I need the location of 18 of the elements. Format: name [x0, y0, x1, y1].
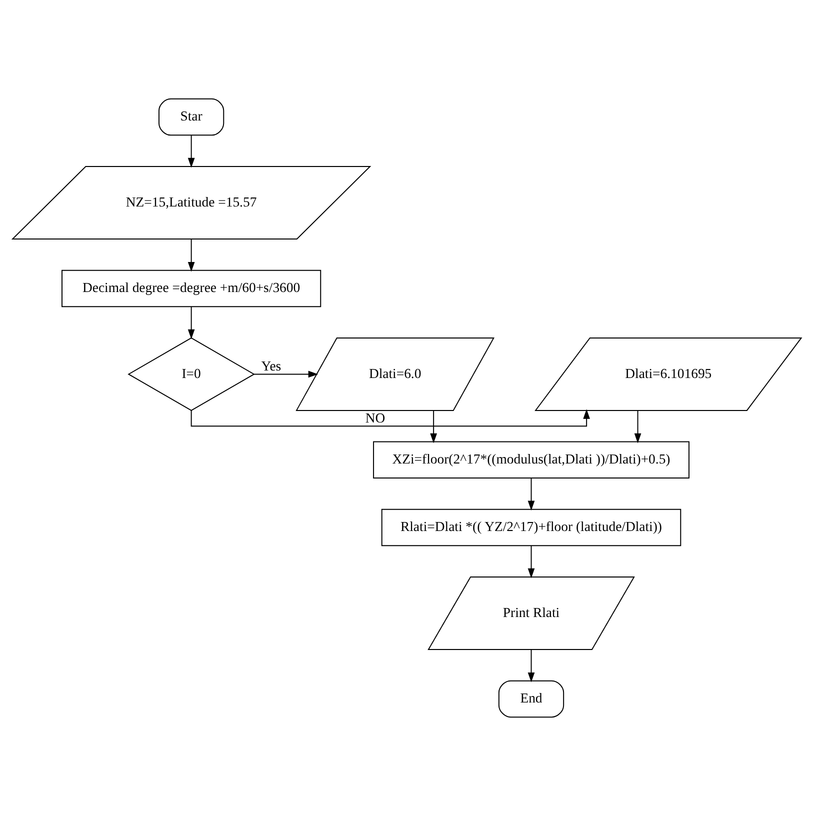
- node-box: Star: [158, 98, 224, 136]
- arrow: [528, 478, 535, 511]
- node-box: Decimal degree =degree +m/60+s/3600: [62, 270, 322, 308]
- arrow: [188, 238, 195, 272]
- node-diamond: I=0: [128, 337, 255, 412]
- arrow: [254, 370, 318, 378]
- node-box: XZi=floor(2^17*((modulus(lat,Dlati ))/Dlati)+0.5): [373, 441, 690, 479]
- edge-label: NO: [365, 410, 386, 426]
- arrow: [190, 409, 590, 427]
- node-box: Rlati=Dlati *(( YZ/2^17)+floor (latitude/Dlati)): [381, 508, 682, 546]
- arrow: [528, 545, 535, 578]
- arrow: [634, 410, 642, 444]
- arrow: [528, 649, 535, 682]
- arrow: [430, 410, 437, 444]
- node-box: End: [498, 680, 564, 718]
- arrow: [188, 134, 195, 168]
- arrow: [188, 306, 195, 340]
- edge-label: Yes: [261, 358, 282, 374]
